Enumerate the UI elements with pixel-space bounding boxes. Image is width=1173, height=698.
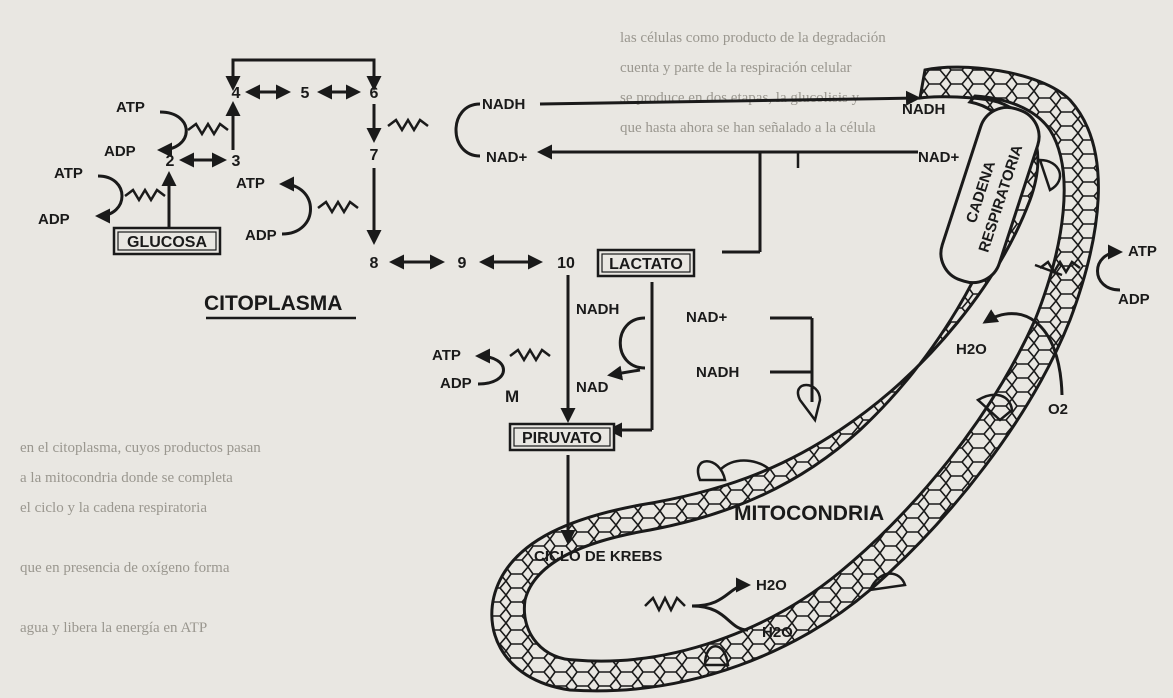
step-10: 10 [557,255,575,272]
nad-label: NAD [576,379,609,396]
atp-label-1: ATP [116,99,145,116]
step-3: 3 [232,153,241,170]
crista [798,385,820,420]
step-7: 7 [370,147,379,164]
adp-label-4: ADP [440,375,472,392]
nad-plus-label-lactato: NAD+ [686,309,727,326]
lactato-label: LACTATO [609,256,683,273]
step-2: 2 [166,153,175,170]
h2o-label-upper: H2O [756,577,787,594]
piruvato-box: PIRUVATO [510,424,614,450]
h2o-label-lower: H2O [762,624,793,641]
glucosa-label: GLUCOSA [127,234,207,251]
adp-label-3: ADP [245,227,277,244]
nadh-coupling-7 [388,104,480,156]
nad-plus-label-7: NAD+ [486,149,527,166]
atp-label-3: ATP [236,175,265,192]
atp-label-2: ATP [54,165,83,182]
m-label: M [505,387,519,406]
atp-coupling-4 [478,350,550,384]
atp-label-4: ATP [432,347,461,364]
adp-label-1: ADP [104,143,136,160]
h2o-arrow-lower [692,606,748,630]
nadh-label-10: NADH [576,301,619,318]
adp-label-2: ADP [38,211,70,228]
nadh-label-cadena: NADH [902,101,945,118]
nadh-label-7: NADH [482,96,525,113]
krebs-zigzag [645,598,685,610]
nadh-label-lactato: NADH [696,364,739,381]
o2-label: O2 [1048,401,1068,418]
lactato-box: LACTATO [598,250,694,276]
h2o-label-mito: H2O [956,341,987,358]
atp-coupling-1 [160,112,228,150]
step-4: 4 [232,85,241,102]
step-5: 5 [301,85,310,102]
step-9: 9 [458,255,467,272]
ciclo-krebs-label: CICLO DE KREBS [534,548,662,565]
citoplasma-label: CITOPLASMA [204,292,342,315]
nadh-loop-lower [620,318,645,368]
adp-label-mito: ADP [1118,291,1150,308]
step-6: 6 [370,85,379,102]
nadh-line-top [540,98,918,104]
atp-coupling-3 [282,184,358,234]
glucosa-box: GLUCOSA [114,228,220,254]
top-bracket-arrow [233,60,374,88]
mitocondria-label: MITOCONDRIA [734,502,884,525]
crista [720,461,770,470]
atp-coupling-2 [98,176,165,216]
atp-label-mito: ATP [1128,243,1157,260]
nad-left-arrow [610,370,640,375]
h2o-arrow-upper [692,585,748,606]
step-8: 8 [370,255,379,272]
piruvato-label: PIRUVATO [522,430,602,447]
crista [1040,160,1060,190]
nad-plus-label-cadena: NAD+ [918,149,959,166]
